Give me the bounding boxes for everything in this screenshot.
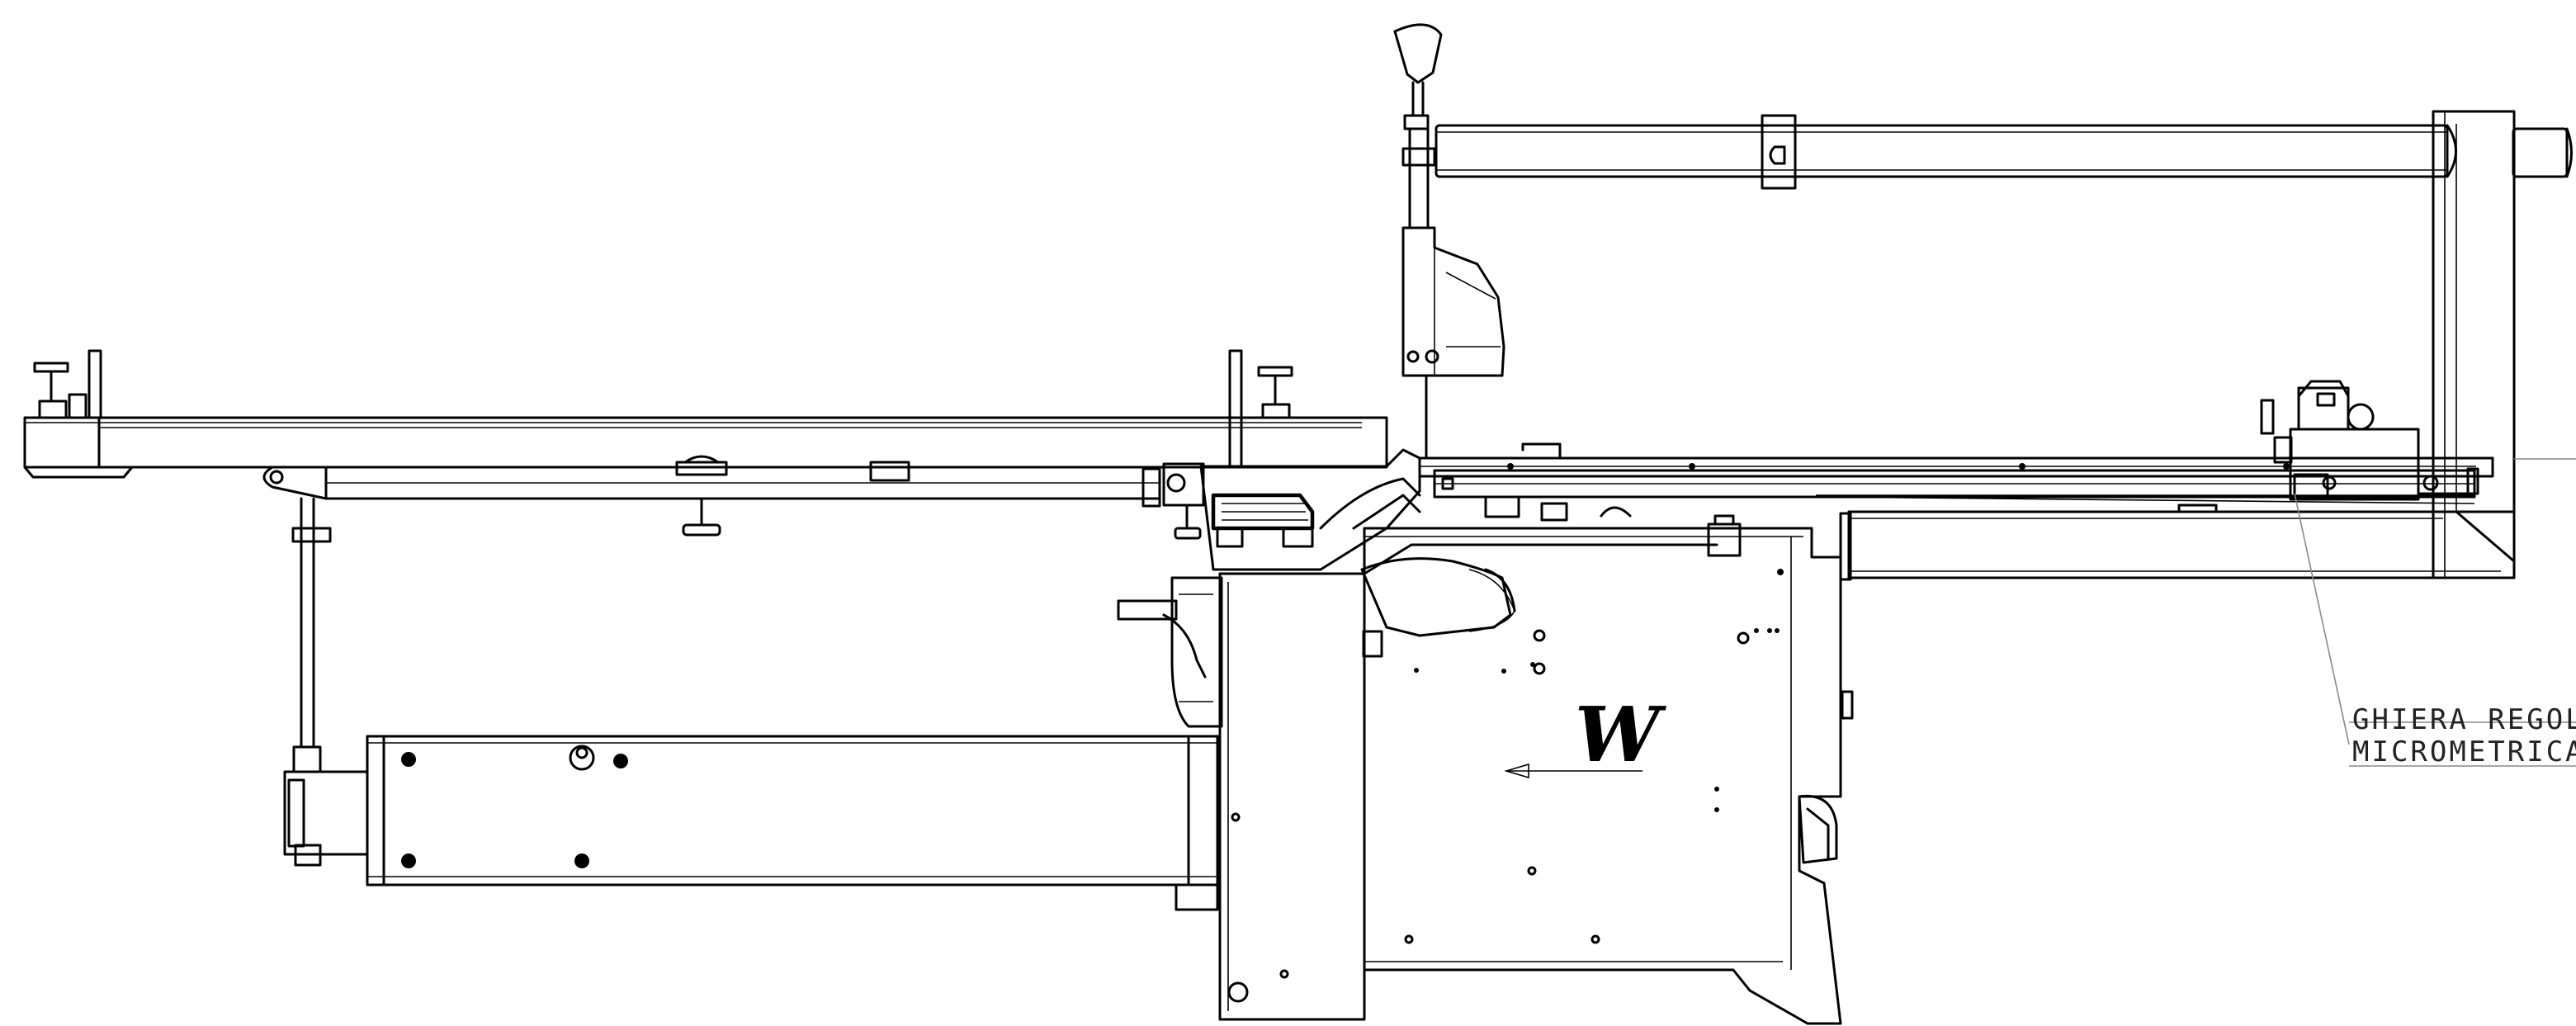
motor-housing <box>1360 557 1512 637</box>
rip-fence <box>1418 380 2494 522</box>
side-handwheel <box>1798 794 1838 864</box>
support-arm <box>1847 510 2516 579</box>
blade-guard-hood <box>1401 226 1505 377</box>
overhead-boom <box>1435 124 2449 178</box>
cabinet-body <box>1363 527 1842 1025</box>
fence-table <box>1418 456 2494 478</box>
main-cabinet: W <box>1218 512 1854 1025</box>
tilt-wheel-housing <box>1170 576 1223 728</box>
blade-assembly <box>1117 448 1421 728</box>
guard-knob <box>1393 23 1443 84</box>
leader-line <box>2294 493 2350 745</box>
support-column <box>1847 110 2576 579</box>
direction-letter: W <box>1575 690 1666 779</box>
annotation-line-2: MICROMETRICA C <box>2352 735 2576 768</box>
cabinet-front-panel <box>1218 572 1366 1021</box>
hold-down-clamp-right <box>1228 349 1293 468</box>
annotation-line-1: GHIERA REGOLAZ <box>2352 703 2576 736</box>
outrigger-beam <box>366 735 1219 887</box>
micrometric-adjuster <box>2260 380 2479 501</box>
guard-column <box>1408 127 1430 229</box>
boom-clamp <box>1761 114 1797 190</box>
hold-down-clamp-left <box>33 349 102 419</box>
sliding-table-top <box>23 416 1388 469</box>
overhead-guard <box>1393 23 2573 460</box>
sliding-table <box>23 349 1388 773</box>
annotation: GHIERA REGOLAZ MICROMETRICA C <box>2294 493 2576 768</box>
outrigger-frame <box>283 735 1222 911</box>
